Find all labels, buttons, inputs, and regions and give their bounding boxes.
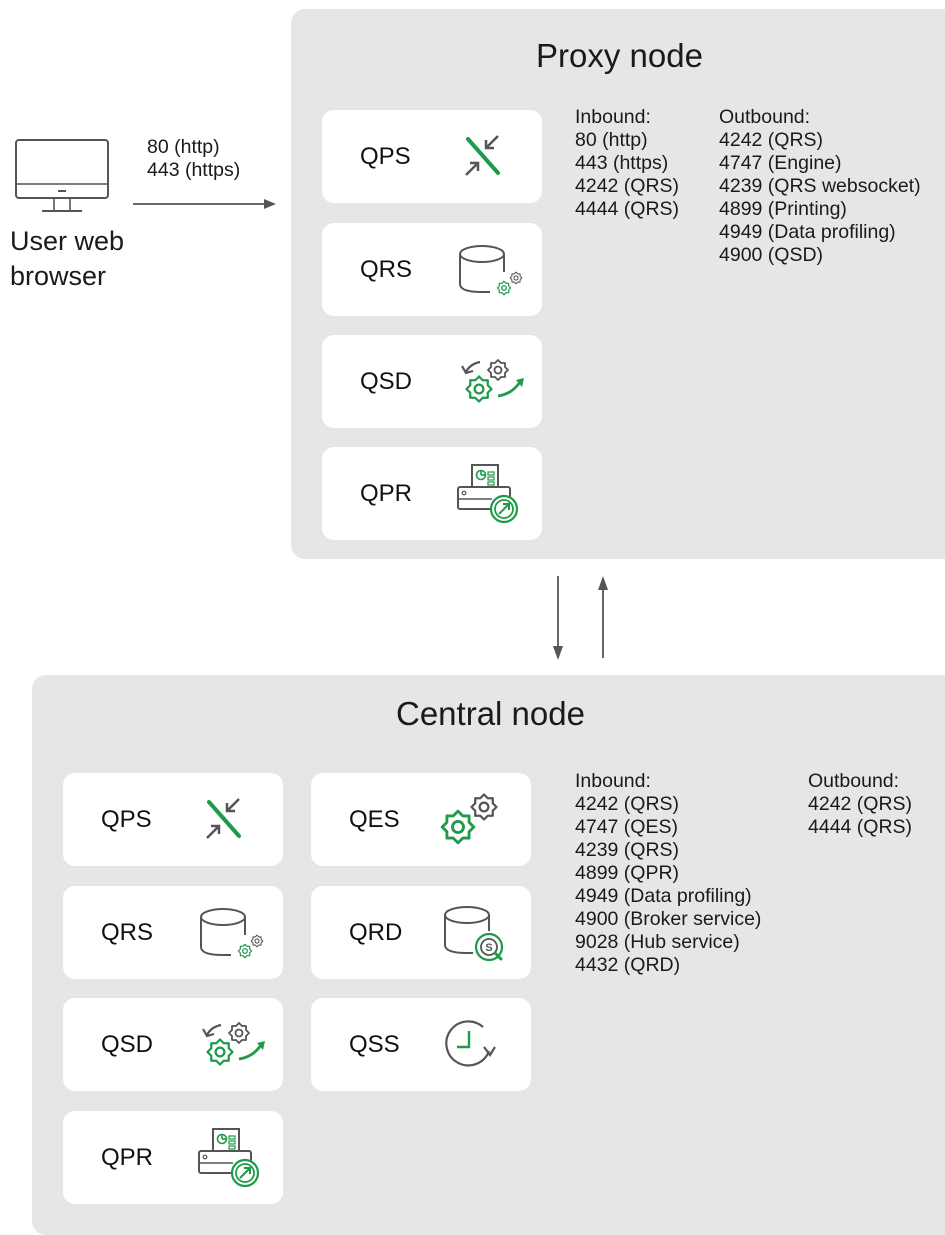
inbound-port: 4747 (QES): [575, 816, 678, 838]
inbound-port: 80 (http): [575, 129, 648, 151]
central-service-qrd[interactable]: QRD: [311, 886, 531, 979]
proxy-node-title: Proxy node: [536, 37, 703, 74]
inbound-port: 4949 (Data profiling): [575, 885, 752, 907]
service-label: QES: [349, 805, 400, 833]
proxy-node-panel: Proxy node QPS QRS QSD QPR Inbound: 80 (…: [291, 9, 945, 559]
browser-to-proxy-arrow: [133, 199, 276, 209]
service-label: QRS: [360, 255, 413, 283]
proxy-service-qpr[interactable]: QPR: [322, 447, 542, 540]
service-label: QSD: [101, 1030, 154, 1058]
service-label: QPR: [101, 1143, 154, 1171]
printer-export-icon: [195, 1125, 265, 1191]
gears-icon: [429, 790, 509, 850]
proxy-arrows-icon: [454, 127, 514, 187]
inbound-port: 4899 (QPR): [575, 862, 680, 884]
outbound-port: 4444 (QRS): [808, 816, 913, 838]
central-service-qsd[interactable]: QSD: [63, 998, 283, 1091]
service-label: QRD: [349, 918, 403, 946]
inbound-port: 4242 (QRS): [575, 793, 680, 815]
printer-export-icon: [454, 461, 524, 527]
service-label: QRS: [101, 918, 154, 946]
database-gears-icon: [456, 240, 526, 300]
service-label: QPS: [360, 142, 411, 170]
proxy-service-qsd[interactable]: QSD: [322, 335, 542, 428]
gears-cycle-icon: [191, 1015, 271, 1075]
central-node-panel: Central node QPS QRS QSD QPR QES QRD QSS…: [32, 675, 945, 1235]
outbound-port: 4242 (QRS): [719, 129, 824, 151]
central-outbound-list: Outbound: 4242 (QRS) 4444 (QRS): [808, 770, 912, 839]
inbound-port: 4900 (Broker service): [575, 908, 762, 930]
central-service-qpr[interactable]: QPR: [63, 1111, 283, 1204]
proxy-inbound-list: Inbound: 80 (http) 443 (https) 4242 (QRS…: [575, 106, 679, 221]
proxy-service-qrs[interactable]: QRS: [322, 223, 542, 316]
browser-label-line2: browser: [10, 261, 107, 291]
outbound-port: 4949 (Data profiling): [719, 221, 896, 243]
central-service-qes[interactable]: QES: [311, 773, 531, 866]
outbound-port: 4242 (QRS): [808, 793, 913, 815]
proxy-arrows-icon: [195, 790, 255, 850]
inbound-port: 4432 (QRD): [575, 954, 681, 976]
inbound-port: 9028 (Hub service): [575, 931, 740, 953]
central-service-qrs[interactable]: QRS: [63, 886, 283, 979]
central-inbound-list: Inbound: 4242 (QRS) 4747 (QES) 4239 (QRS…: [575, 770, 761, 977]
gears-cycle-icon: [450, 352, 530, 412]
monitor-icon: [15, 139, 109, 212]
central-service-qps[interactable]: QPS: [63, 773, 283, 866]
central-service-qss[interactable]: QSS: [311, 998, 531, 1091]
outbound-heading: Outbound:: [719, 106, 811, 128]
inbound-heading: Inbound:: [575, 106, 651, 128]
service-label: QSD: [360, 367, 413, 395]
browser-port-https: 443 (https): [147, 159, 241, 181]
browser-port-http: 80 (http): [147, 136, 220, 158]
proxy-central-arrows: [553, 576, 608, 660]
proxy-outbound-list: Outbound: 4242 (QRS) 4747 (Engine) 4239 …: [719, 106, 921, 267]
inbound-port: 4444 (QRS): [575, 198, 680, 220]
outbound-port: 4899 (Printing): [719, 198, 847, 220]
outbound-port: 4747 (Engine): [719, 152, 842, 174]
inbound-port: 4239 (QRS): [575, 839, 680, 861]
inbound-heading: Inbound:: [575, 770, 651, 792]
proxy-service-qps[interactable]: QPS: [322, 110, 542, 203]
database-search-icon: [441, 901, 511, 965]
service-label: QSS: [349, 1030, 400, 1058]
user-browser: User web browser: [10, 138, 150, 298]
central-node-title: Central node: [396, 695, 585, 732]
clock-refresh-icon: [433, 1013, 503, 1077]
service-label: QPR: [360, 479, 413, 507]
inbound-port: 4242 (QRS): [575, 175, 680, 197]
outbound-heading: Outbound:: [808, 770, 900, 792]
outbound-port: 4900 (QSD): [719, 244, 824, 266]
inbound-port: 443 (https): [575, 152, 669, 174]
browser-label-line1: User web: [10, 226, 125, 256]
service-label: QPS: [101, 805, 152, 833]
database-gears-icon: [197, 903, 267, 963]
outbound-port: 4239 (QRS websocket): [719, 175, 921, 197]
